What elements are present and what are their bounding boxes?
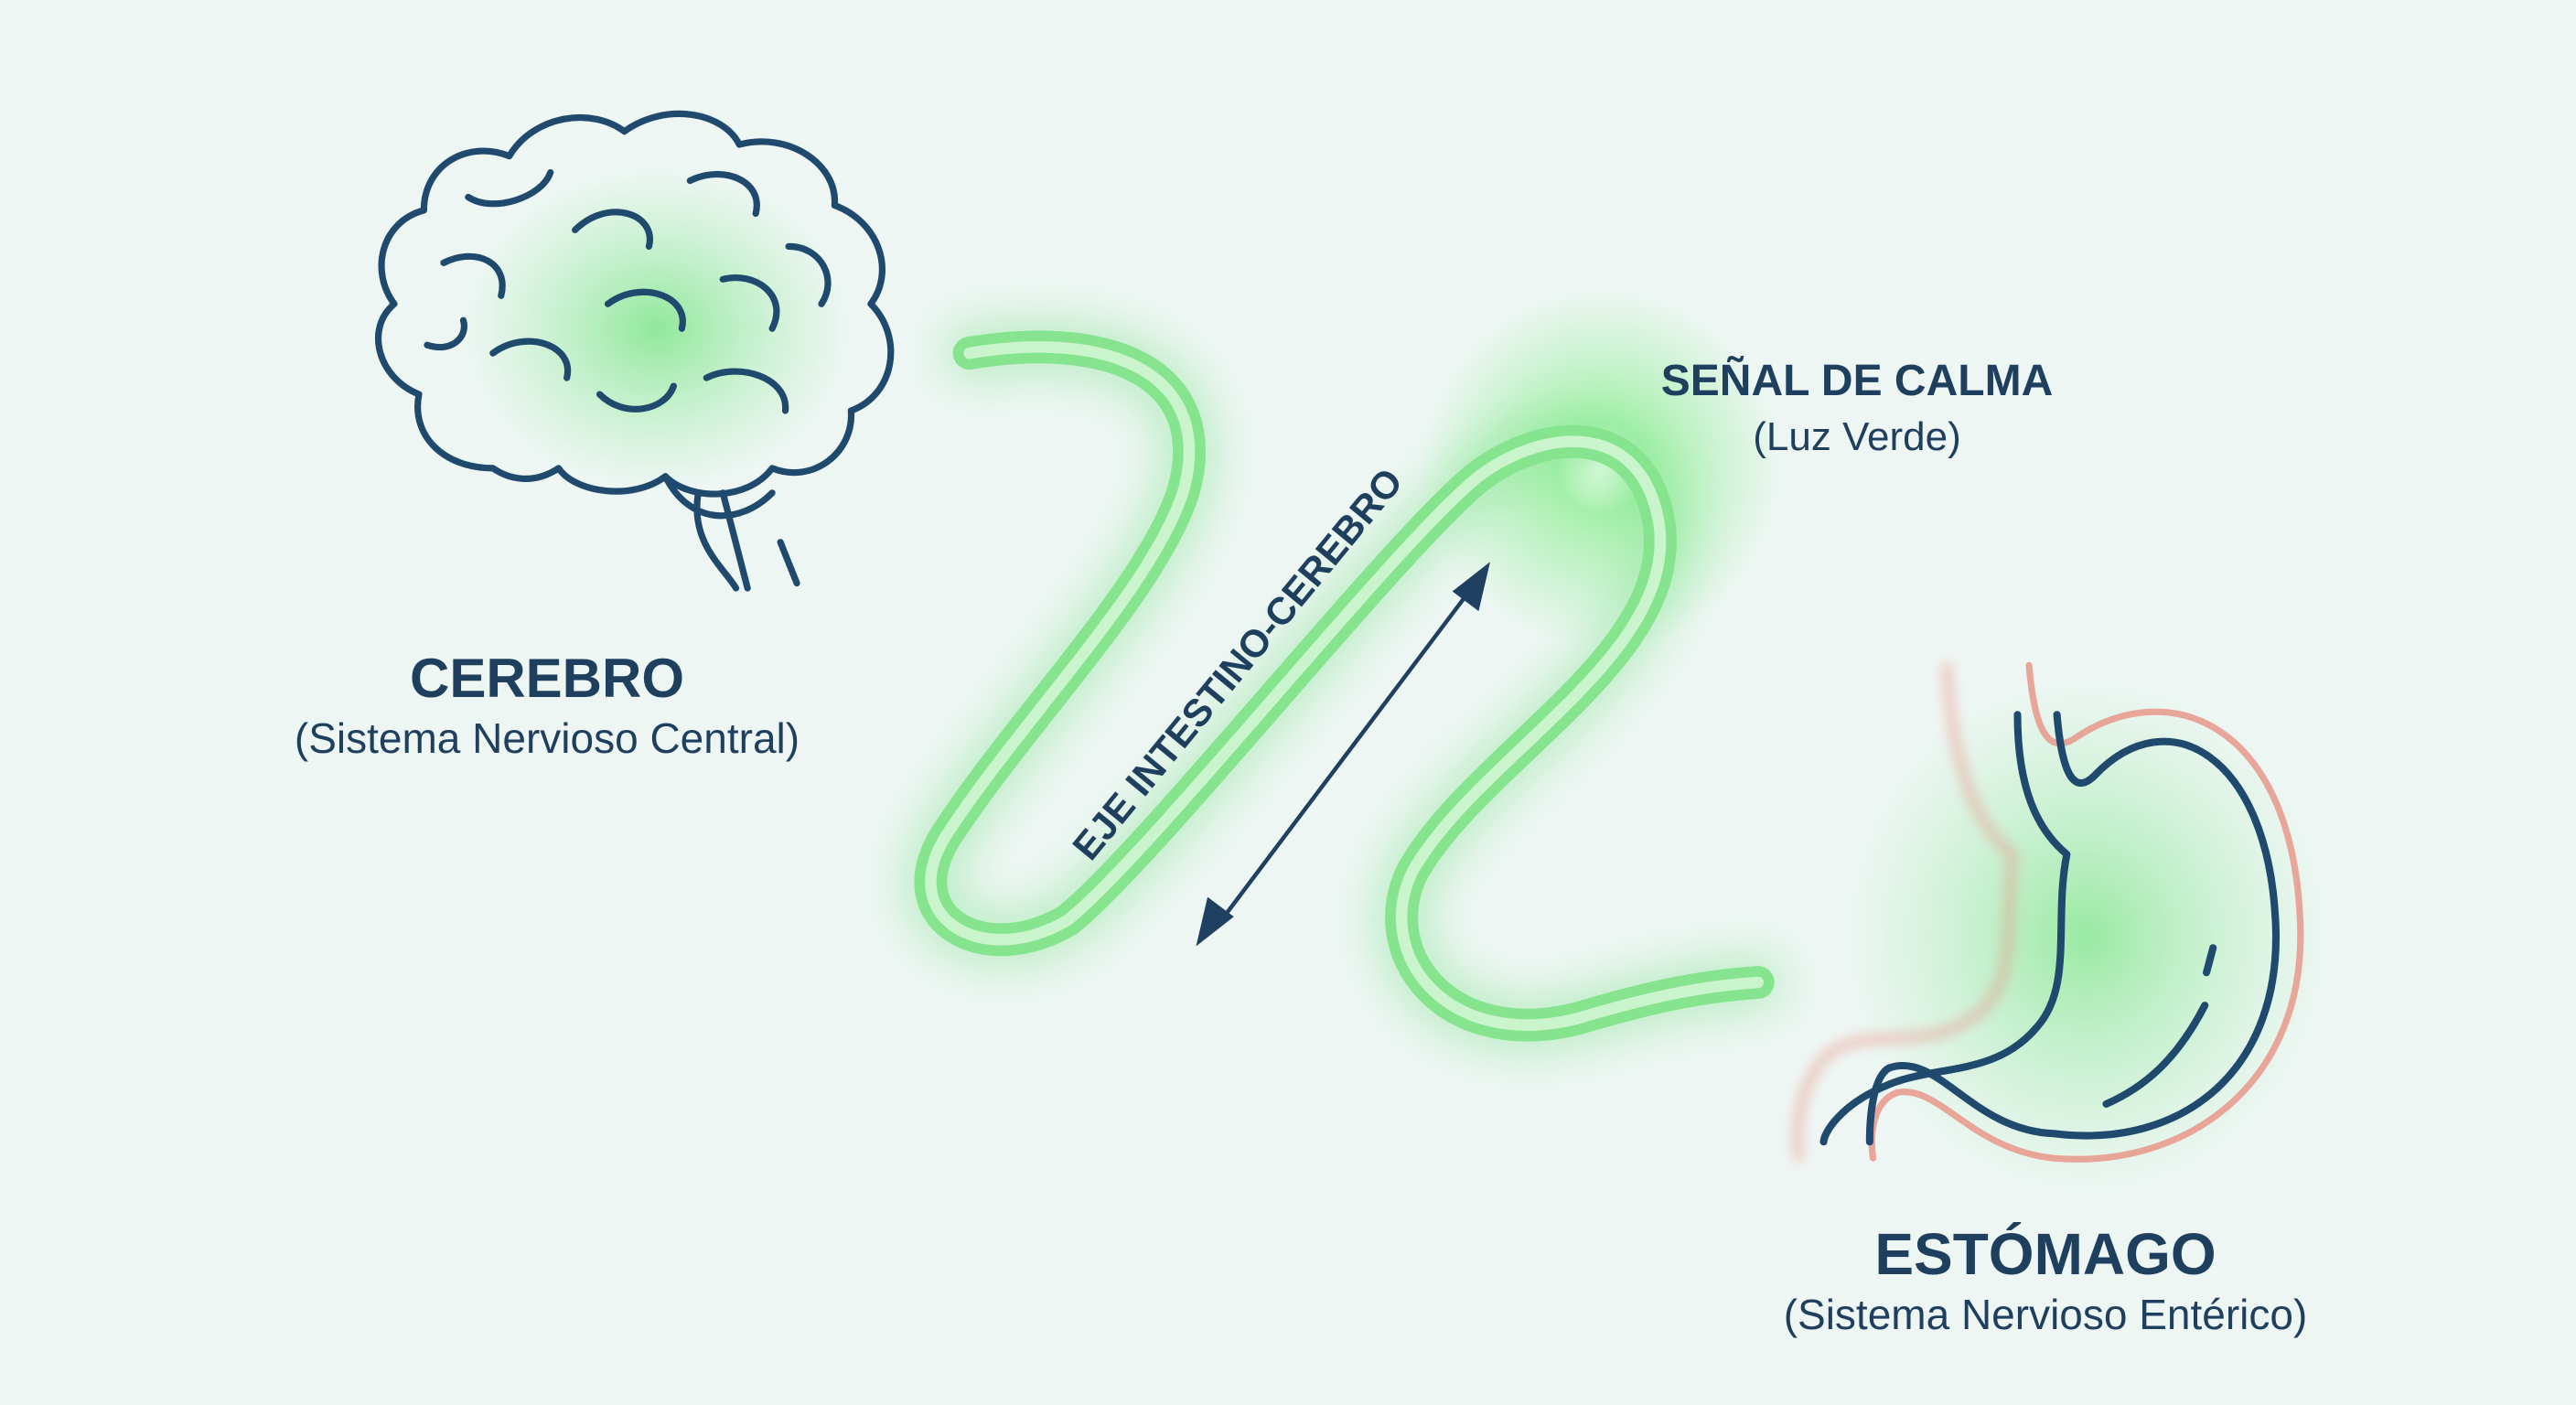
stomach-title: ESTÓMAGO (1874, 1221, 2216, 1287)
gut-brain-nerve-tube (903, 318, 1787, 1054)
brain-subtitle: (Sistema Nervioso Central) (295, 714, 800, 762)
stomach-subtitle: (Sistema Nervioso Entérico) (1784, 1291, 2308, 1338)
stomach-icon (1794, 661, 2304, 1163)
stomach-glow (1840, 673, 2334, 1200)
brain-glow (459, 164, 854, 493)
calm-signal-title: SEÑAL DE CALMA (1661, 355, 2053, 405)
gut-brain-axis-label: EJE INTESTINO-CEREBRO (1064, 460, 1411, 868)
brain-icon (374, 110, 895, 592)
bidirectional-arrow-icon (1196, 562, 1490, 947)
brain-title: CEREBRO (410, 648, 684, 709)
calm-signal-subtitle: (Luz Verde) (1753, 414, 1960, 459)
